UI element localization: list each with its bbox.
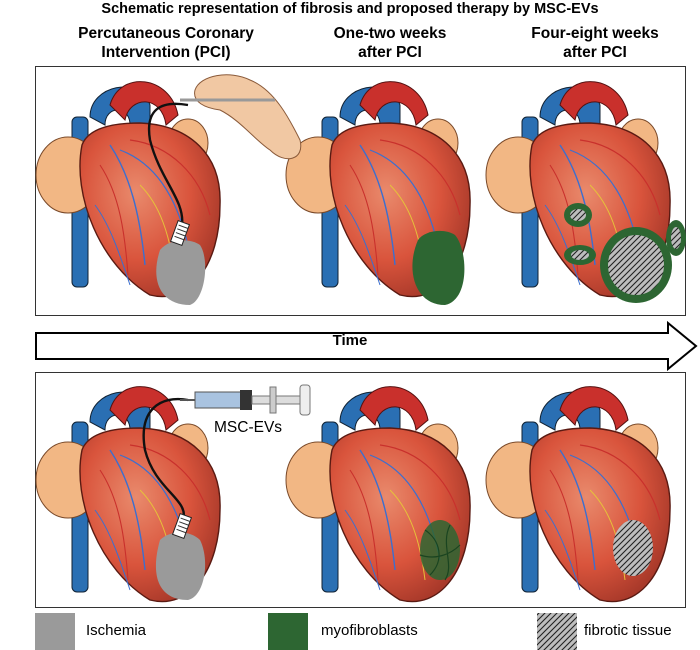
fibrosis-region-bottom <box>613 520 653 576</box>
msc-evs-label: MSC-EVs <box>214 419 283 436</box>
catheter-bottom <box>142 397 189 521</box>
legend-fibrotic-label: fibrotic tissue <box>584 622 672 639</box>
legend-myofibroblast-label: myofibroblasts <box>321 622 418 639</box>
hand-illustration <box>180 74 302 160</box>
myofibroblast-region-bottom <box>419 520 461 581</box>
time-arrow <box>35 320 698 372</box>
myofibroblast-region-top <box>412 230 465 305</box>
figure-title: Schematic representation of fibrosis and… <box>101 1 599 17</box>
column-heading-four-eight-weeks: Four-eight weeks after PCI <box>531 25 659 61</box>
top-panel-untreated <box>35 66 686 316</box>
legend-ischemia-label: Ischemia <box>86 622 147 639</box>
syringe-illustration <box>180 384 311 416</box>
column-heading-pci: Percutaneous Coronary Intervention (PCI) <box>78 25 254 61</box>
ischemia-region-top <box>156 240 206 305</box>
time-label: Time <box>332 332 368 349</box>
legend-myofibroblast-swatch <box>268 613 308 650</box>
legend-fibrotic-swatch <box>537 613 577 650</box>
legend-ischemia-swatch <box>35 613 75 650</box>
column-heading-one-two-weeks: One-two weeks after PCI <box>333 25 447 61</box>
catheter-top <box>147 102 189 226</box>
ischemia-region-bottom <box>155 532 206 600</box>
fibrosis-regions-top <box>564 203 686 303</box>
bottom-panel-treated <box>35 372 686 608</box>
